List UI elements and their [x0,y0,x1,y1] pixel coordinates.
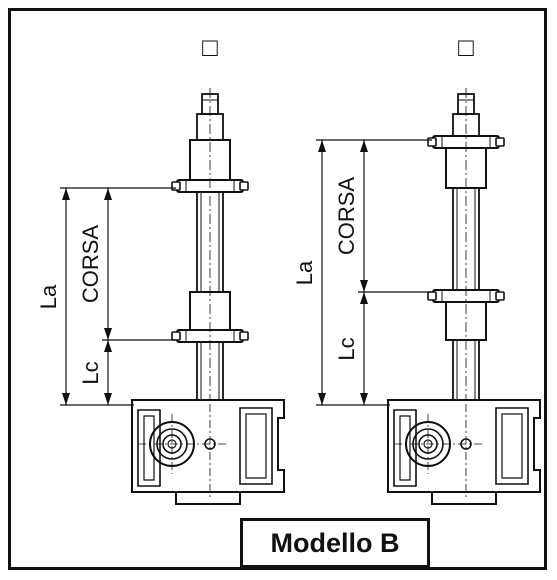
right-la-label: La [292,260,317,285]
left-stroke-label: CORSA [78,225,103,304]
model-label-box: Modello B [240,518,430,568]
left-jack-drawing [60,88,285,505]
model-label: Modello B [270,527,400,558]
right-lc-label: Lc [334,337,359,360]
right-jack-drawing [316,88,541,505]
left-square-symbol: □ [202,32,218,62]
right-stroke-label: CORSA [334,177,359,256]
left-lc-label: Lc [78,361,103,384]
right-square-symbol: □ [458,32,474,62]
left-la-label: La [36,284,61,309]
